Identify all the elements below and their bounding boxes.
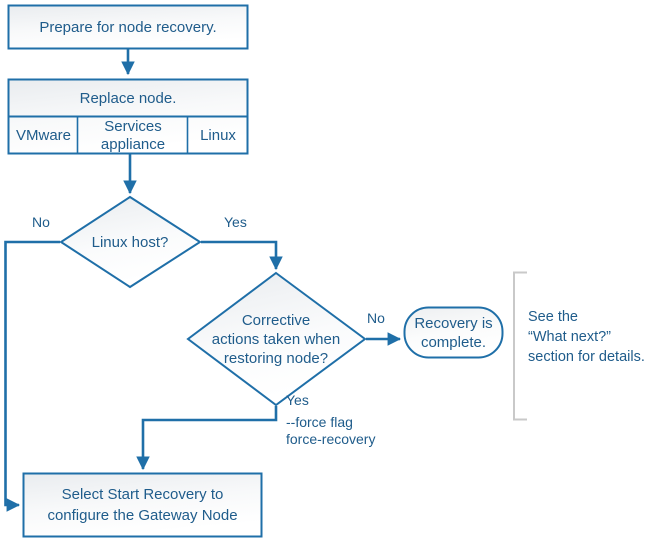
node-corrective-actions-shape xyxy=(186,271,367,407)
node-linux-host-shape xyxy=(59,195,202,289)
edge-label-corrective-no: No xyxy=(367,310,385,326)
edge-linux-host-no xyxy=(4,240,60,512)
what-next-bracket xyxy=(513,271,527,421)
edge-corrective-yes xyxy=(136,406,278,471)
edge-label-linux-host-yes: Yes xyxy=(224,214,247,230)
what-next-note: See the “What next?” section for details… xyxy=(528,309,645,365)
node-recovery-complete-shape xyxy=(403,306,504,359)
edge-linux-host-yes xyxy=(201,240,283,271)
edge-label-force-flag: --force flag force-recovery xyxy=(286,414,376,447)
edge-label-corrective-yes: Yes xyxy=(286,392,309,408)
edge-label-linux-host-no: No xyxy=(32,214,50,230)
node-start-recovery-shape xyxy=(22,472,263,538)
node-prepare-shape xyxy=(7,4,249,50)
